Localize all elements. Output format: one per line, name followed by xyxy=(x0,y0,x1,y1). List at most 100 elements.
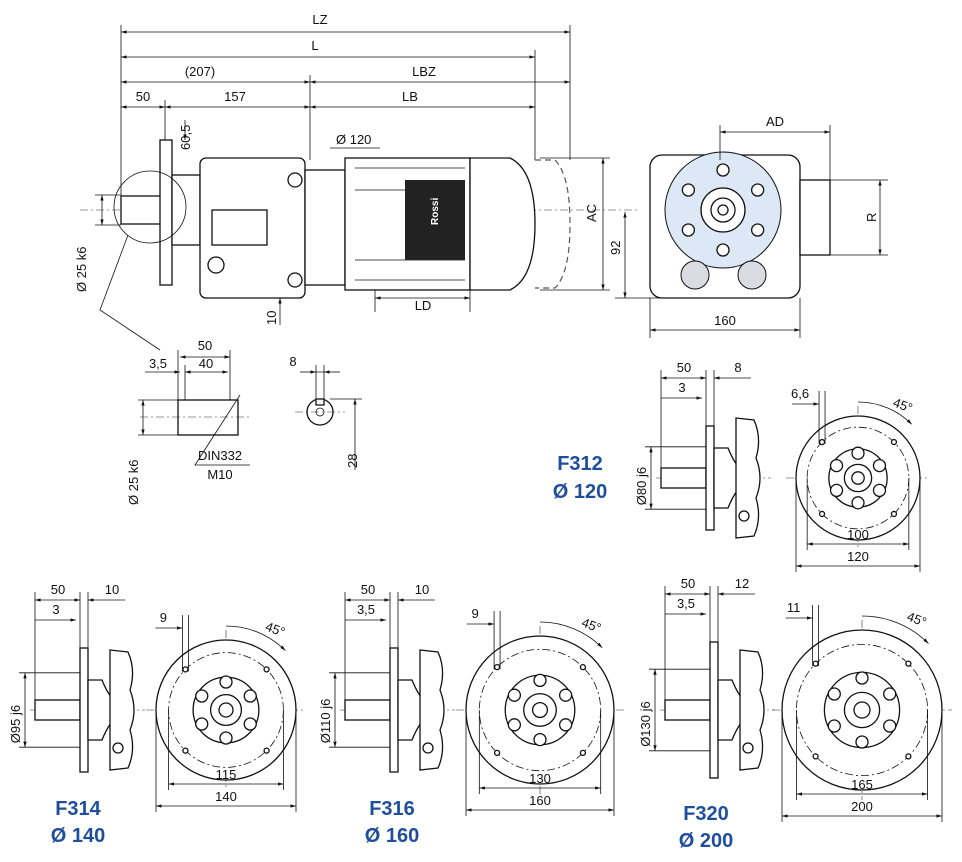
dim-AC: AC xyxy=(584,204,599,222)
flange-shaft xyxy=(34,699,81,721)
dim-spigot-dia: Ø80 j6 xyxy=(634,467,649,505)
mounting-hole xyxy=(818,510,826,518)
dim-shaft-dia: Ø 25 k6 xyxy=(74,246,89,292)
mounting-hole xyxy=(263,747,270,754)
flange-plate xyxy=(79,647,89,773)
adapter xyxy=(304,169,346,286)
dim-LBZ: LBZ xyxy=(412,64,436,79)
gearbox-outline xyxy=(735,417,761,539)
dim-spigot-dia: Ø130 j6 xyxy=(638,701,653,747)
dim-50: 50 xyxy=(198,338,212,353)
dim-thickness: 10 xyxy=(415,582,429,597)
dim-thickness: 10 xyxy=(105,582,119,597)
dim-92: 92 xyxy=(608,241,623,255)
mounting-hole xyxy=(905,753,912,760)
dim-outer: 120 xyxy=(847,549,869,564)
dim-flange-dia: Ø 120 xyxy=(336,132,371,147)
dim-angle: 45° xyxy=(580,615,604,636)
brake-outline xyxy=(535,159,571,289)
flange-plate xyxy=(709,641,719,779)
gearbox-outline xyxy=(419,649,445,771)
dim-pcd: 115 xyxy=(216,767,237,782)
motor-terminal-box xyxy=(405,180,465,260)
flange-plate xyxy=(389,647,399,773)
dim-LB: LB xyxy=(402,89,418,104)
dim-160: 160 xyxy=(714,313,736,328)
dim-hole: 6,6 xyxy=(791,386,809,401)
flange-name: F320 xyxy=(683,803,729,825)
dim-offset: 3 xyxy=(52,602,59,617)
mounting-hole xyxy=(579,749,587,757)
mounting-hole xyxy=(890,510,898,518)
flange-diameter: Ø 200 xyxy=(679,830,733,852)
dim-angle: 45° xyxy=(891,395,915,416)
main-end-view: AD R 160 xyxy=(649,114,888,338)
dim-AD: AD xyxy=(766,114,784,129)
dim-pcd: 165 xyxy=(851,777,873,792)
dim-50: 50 xyxy=(361,582,375,597)
flange-plate xyxy=(705,425,715,531)
dim-angle: 45° xyxy=(263,619,287,640)
dim-key-width: 8 xyxy=(289,354,296,369)
dim-R: R xyxy=(864,213,879,222)
dim-hole: 9 xyxy=(160,610,167,625)
dim-pcd: 100 xyxy=(847,527,869,542)
dim-spigot-dia: Ø110 j6 xyxy=(318,699,333,744)
dim-LZ: LZ xyxy=(312,12,327,27)
flange-shaft xyxy=(660,467,707,489)
dimension-lines xyxy=(95,30,660,325)
dim-60-5: 60,5 xyxy=(178,125,193,150)
mounting-hole xyxy=(493,663,501,671)
gearbox-outline xyxy=(739,649,765,771)
main-side-view: Rossi LZ L (207) LBZ 50 157 LB 60,5 Ø 12… xyxy=(74,12,660,351)
flange-shaft xyxy=(344,699,391,721)
dim-offset: 3 xyxy=(678,380,685,395)
mounting-hole xyxy=(905,660,912,667)
detail-circle xyxy=(113,170,187,244)
dim-hole: 9 xyxy=(471,606,478,621)
flange-name: F314 xyxy=(55,798,101,820)
motor-end-cap xyxy=(469,157,536,291)
flange-diameter: Ø 140 xyxy=(51,825,105,847)
mounting-hole xyxy=(579,663,587,671)
center-hole-spec: DIN332 xyxy=(198,448,242,463)
dim-50: 50 xyxy=(51,582,65,597)
dim-spigot-dia: Ø95 j6 xyxy=(8,705,23,743)
flange-name: F316 xyxy=(369,798,415,820)
key-view: 8 28 xyxy=(289,354,362,470)
mounting-hole xyxy=(818,438,826,446)
dim-pcd: 130 xyxy=(529,771,551,786)
dim-thickness: 12 xyxy=(735,576,749,591)
dim-angle: 45° xyxy=(905,609,929,630)
mounting-hole xyxy=(182,747,189,754)
dim-hole: 11 xyxy=(787,600,801,615)
extension-lines xyxy=(120,25,571,200)
gearbox-outline xyxy=(109,649,135,771)
thread-spec: M10 xyxy=(207,467,232,482)
dim-shaft-dia: Ø 25 k6 xyxy=(126,459,141,505)
dim-40: 40 xyxy=(199,356,213,371)
dim-outer: 200 xyxy=(851,799,873,814)
shaft-end xyxy=(177,399,239,436)
flange-diameter: Ø 160 xyxy=(365,825,419,847)
flange-diameter: Ø 120 xyxy=(553,481,607,503)
dim-offset: 3,5 xyxy=(677,596,695,611)
dim-outer: 160 xyxy=(529,793,551,808)
mounting-hole xyxy=(263,666,270,673)
dim-L: L xyxy=(311,38,318,53)
dim-50: 50 xyxy=(677,360,691,375)
dim-157: 157 xyxy=(224,89,246,104)
flange-name: F312 xyxy=(557,453,603,475)
dim-10: 10 xyxy=(264,311,279,325)
dim-3-5: 3,5 xyxy=(149,356,167,371)
mounting-hole xyxy=(812,660,819,667)
shaft-detail: 3,5 50 40 DIN332 M10 Ø 25 k6 xyxy=(126,338,250,505)
dim-LD: LD xyxy=(415,298,432,313)
mounting-hole xyxy=(812,753,819,760)
